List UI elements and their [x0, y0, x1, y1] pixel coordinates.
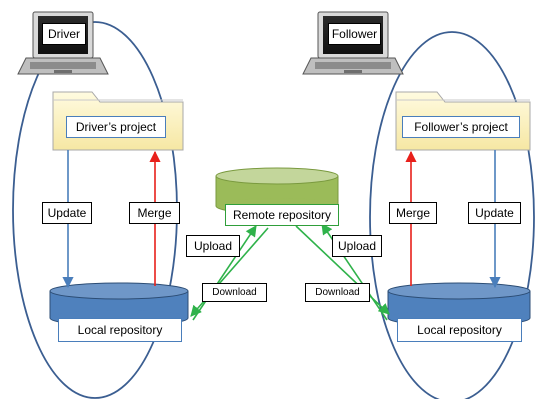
follower-update-label: Update	[468, 202, 521, 224]
follower-computer-label: Follower	[328, 23, 381, 45]
driver-computer-label: Driver	[42, 23, 86, 45]
follower-boundary-ellipse	[369, 31, 535, 399]
driver-merge-label: Merge	[129, 202, 180, 224]
remote-repository-label: Remote repository	[225, 204, 339, 226]
follower-project-label: Follower’s project	[402, 116, 520, 138]
follower-merge-label: Merge	[389, 202, 437, 224]
follower-download-label: Download	[305, 283, 370, 302]
follower-download-arrow	[295, 225, 390, 315]
driver-upload-arrow	[192, 225, 257, 321]
driver-local-repository-label: Local repository	[58, 318, 182, 342]
follower-upload-label: Upload	[332, 235, 382, 257]
driver-update-label: Update	[42, 202, 92, 224]
driver-project-label: Driver’s project	[66, 116, 166, 138]
follower-local-repository-label: Local repository	[397, 318, 522, 342]
driver-upload-label: Upload	[186, 235, 240, 257]
driver-download-label: Download	[202, 283, 267, 302]
